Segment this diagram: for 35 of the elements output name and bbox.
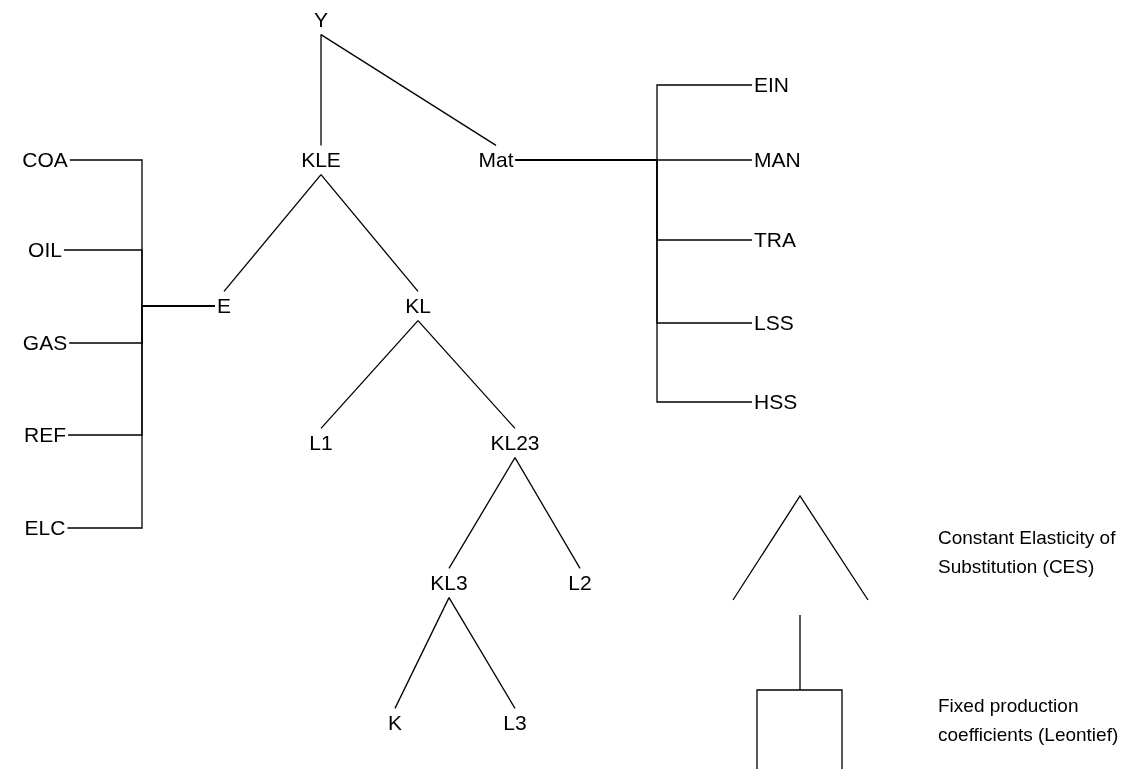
node-label: OIL [26, 237, 64, 263]
connector-line [66, 305, 216, 529]
connector-line [223, 173, 322, 293]
node-label: TRA [752, 227, 798, 253]
connector-line [320, 319, 419, 430]
node-label: REF [22, 422, 68, 448]
node-label: KLE [299, 147, 343, 173]
node-label: ELC [22, 515, 68, 541]
connector-line [514, 456, 581, 570]
node-label: KL23 [488, 430, 542, 456]
connector-line [448, 456, 516, 570]
node-label: KL [403, 293, 433, 319]
connector-line [514, 159, 753, 403]
node-label: HSS [752, 389, 800, 415]
connector-line [320, 173, 419, 293]
node-label: K [386, 710, 404, 736]
node-label: E [215, 293, 233, 319]
connector-line [320, 33, 497, 147]
node-label: L1 [307, 430, 335, 456]
node-label: L2 [566, 570, 594, 596]
connector-line [448, 596, 516, 710]
connector-line [320, 33, 322, 147]
node-label: Y [312, 7, 330, 33]
node-label: EIN [752, 72, 791, 98]
connector-line [394, 596, 450, 710]
connector-line [417, 319, 516, 430]
node-label: COA [20, 147, 70, 173]
node-label: MAN [752, 147, 803, 173]
node-label: GAS [20, 330, 70, 356]
node-label: KL3 [428, 570, 470, 596]
node-label: LSS [752, 310, 796, 336]
legend-text: Fixed production coefficients (Leontief) [938, 694, 1120, 747]
node-label: Mat [476, 147, 516, 173]
node-label: L3 [501, 710, 529, 736]
legend-text: Constant Elasticity of Substitution (CES) [938, 526, 1117, 579]
